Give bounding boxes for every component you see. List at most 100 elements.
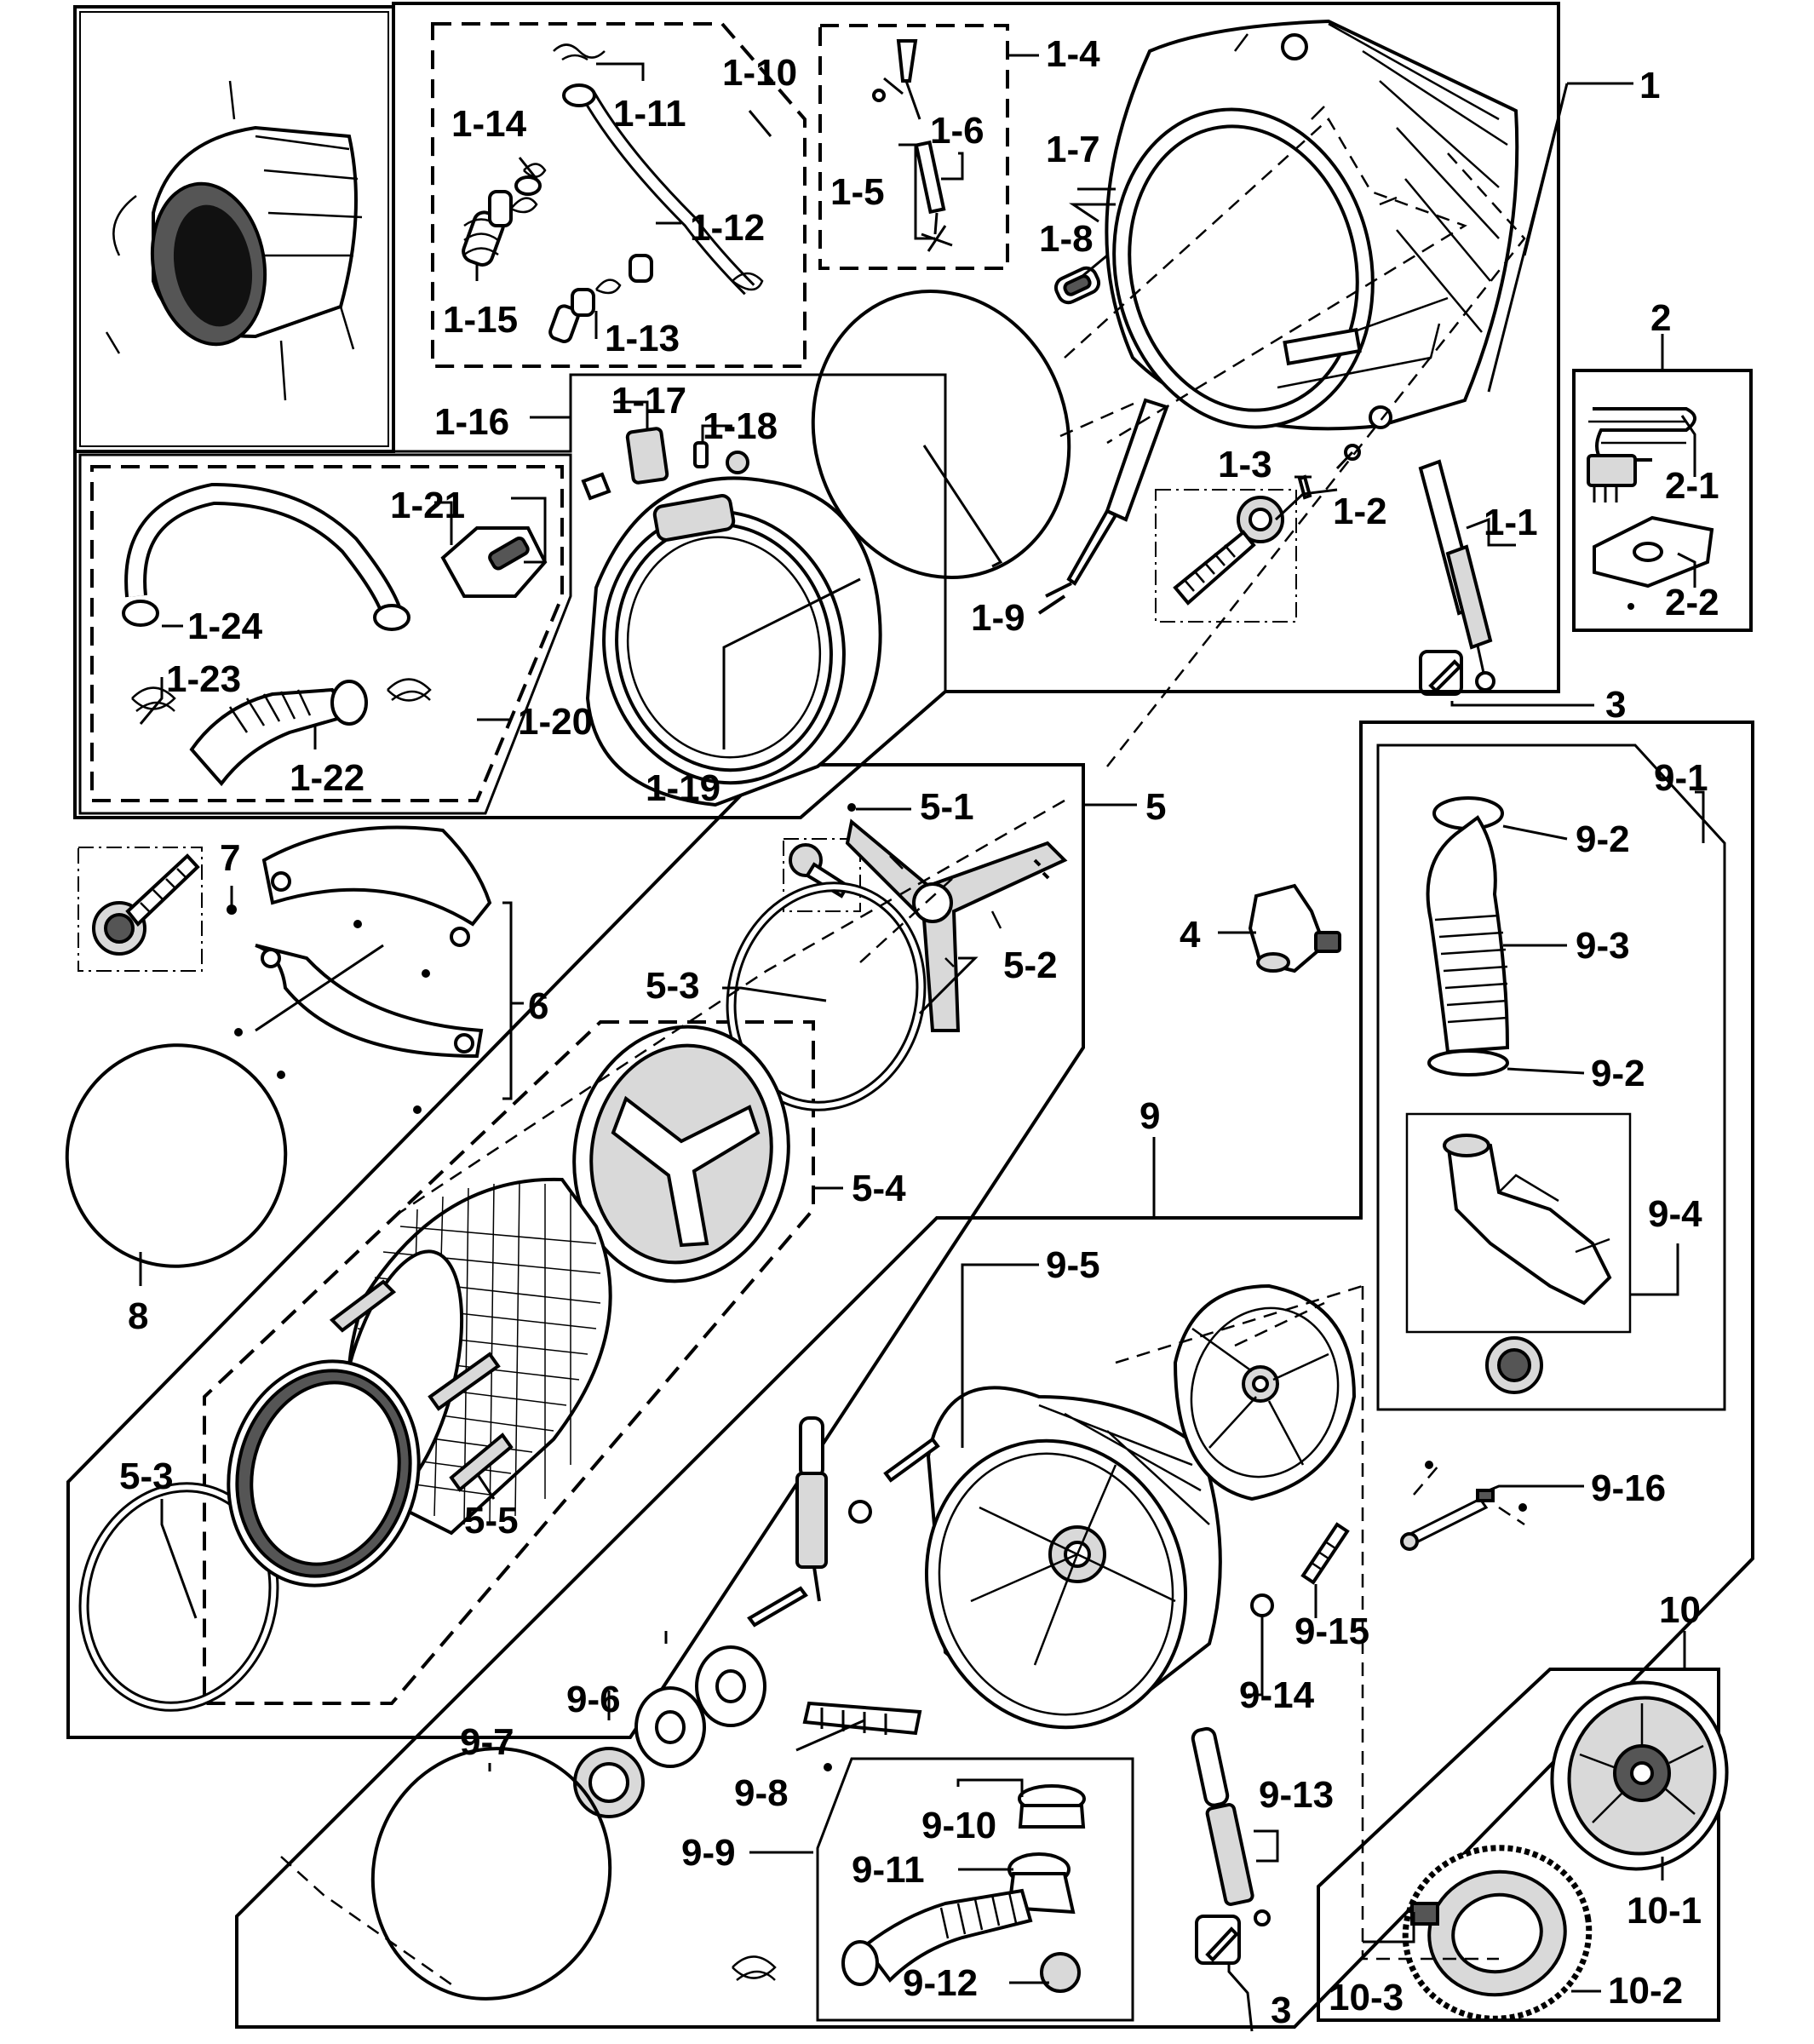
part-3-bolt-bottom <box>1195 1915 1241 1965</box>
group-5-outline <box>66 763 1085 1739</box>
part-9-15-bolt <box>1250 1522 1350 1617</box>
box-5-4 <box>203 1020 815 1705</box>
part-3-bolt-top <box>1419 650 1463 696</box>
part-9-13-damper <box>1191 1726 1271 1926</box>
part-9-4-pump <box>1443 1134 1612 1394</box>
part-1-9-gasket <box>811 289 1169 615</box>
label-1-16: 1-16 <box>434 401 509 443</box>
part-1-20-hoses <box>122 482 548 787</box>
label-1-15: 1-15 <box>443 299 518 341</box>
label-10-2: 10-2 <box>1608 1970 1683 2012</box>
label-1-5: 1-5 <box>830 171 885 213</box>
label-1-3: 1-3 <box>1218 444 1272 485</box>
label-9-9: 9-9 <box>681 1832 736 1874</box>
label-1-24: 1-24 <box>187 606 263 647</box>
label-9: 9 <box>1139 1095 1160 1137</box>
label-1-13: 1-13 <box>605 318 680 359</box>
label-1-4: 1-4 <box>1046 33 1100 75</box>
label-1-9: 1-9 <box>971 597 1025 639</box>
part-5-3-ring-bottom <box>78 1482 279 1712</box>
part-9-3-hose <box>1426 796 1510 1077</box>
label-1-7: 1-7 <box>1046 129 1100 170</box>
label-9-11: 9-11 <box>852 1849 925 1891</box>
label-6: 6 <box>528 985 548 1027</box>
label-1-22: 1-22 <box>290 757 365 799</box>
label-4: 4 <box>1180 914 1201 956</box>
label-9-3: 9-3 <box>1576 925 1630 967</box>
label-1-23: 1-23 <box>166 658 241 700</box>
box-10 <box>1317 1668 1720 2022</box>
inset-assembled-tub <box>105 80 363 401</box>
part-drawings <box>65 19 1729 2022</box>
label-3-top: 3 <box>1605 684 1626 726</box>
label-5-1: 5-1 <box>920 786 974 828</box>
label-9-8: 9-8 <box>734 1772 789 1814</box>
box-1-16 <box>73 373 947 819</box>
part-1-2-bolt-assembly <box>1173 444 1361 606</box>
label-1-6: 1-6 <box>930 110 984 152</box>
label-10-1: 10-1 <box>1627 1890 1702 1932</box>
part-10-1-rotor <box>1550 1680 1729 1871</box>
label-1-1: 1-1 <box>1484 502 1538 543</box>
part-damper-left <box>747 1416 940 1628</box>
label-2-2: 2-2 <box>1665 582 1719 623</box>
label-9-12: 9-12 <box>903 1962 978 2004</box>
label-1-11: 1-11 <box>613 93 686 135</box>
part-5-4-drum <box>227 1025 790 1588</box>
box-1-20-outer <box>78 453 572 815</box>
part-7-bolt <box>92 853 237 956</box>
part-1-1-damper <box>1418 459 1495 692</box>
label-9-4: 9-4 <box>1648 1193 1702 1235</box>
box-9-1 <box>1376 744 1726 1411</box>
label-9-13: 9-13 <box>1259 1774 1334 1816</box>
label-1-19: 1-19 <box>646 767 720 809</box>
part-4-sensor <box>1248 883 1341 973</box>
label-1-14: 1-14 <box>451 103 527 145</box>
label-3-bottom: 3 <box>1271 1989 1291 2031</box>
label-9-10: 9-10 <box>921 1805 996 1846</box>
label-9-7: 9-7 <box>460 1721 514 1763</box>
part-9-16-harness <box>1400 1461 1527 1551</box>
box-5-1-bolt <box>783 838 861 912</box>
box-1-2-bolt <box>1155 489 1297 623</box>
label-2: 2 <box>1650 297 1671 339</box>
part-9-9-hose <box>732 1784 1086 1993</box>
label-10-3: 10-3 <box>1329 1977 1404 2018</box>
label-5: 5 <box>1145 786 1166 828</box>
label-9-16: 9-16 <box>1591 1467 1666 1509</box>
group-9-outline <box>235 721 1754 2029</box>
label-9-1: 9-1 <box>1654 757 1708 799</box>
label-1-18: 1-18 <box>703 405 778 447</box>
part-rear-cover <box>1173 1283 1357 1501</box>
part-9-7-gasket <box>370 1747 612 2001</box>
part-1-17-connector <box>581 427 749 501</box>
part-1-10-hose <box>462 43 764 343</box>
label-9-14: 9-14 <box>1239 1674 1315 1716</box>
part-9-8-bracket <box>802 1701 922 1771</box>
label-5-5: 5-5 <box>464 1500 519 1542</box>
label-1-12: 1-12 <box>690 207 765 249</box>
label-9-2-top: 9-2 <box>1576 818 1630 860</box>
label-1-20: 1-20 <box>518 701 593 743</box>
part-9-6-bearing <box>573 1645 766 1818</box>
label-5-3-bottom: 5-3 <box>119 1455 174 1497</box>
label-1-17: 1-17 <box>611 380 686 422</box>
part-9-5-rear-tub <box>924 1386 1222 1730</box>
part-5-2-flange <box>845 803 1068 1032</box>
label-9-6: 9-6 <box>566 1679 621 1720</box>
box-1-20-inner <box>90 465 564 802</box>
label-5-2: 5-2 <box>1003 944 1058 986</box>
box-1-10 <box>431 22 807 368</box>
box-9-9 <box>816 1757 1134 2022</box>
label-7: 7 <box>220 837 240 879</box>
label-10: 10 <box>1659 1589 1701 1631</box>
label-9-15: 9-15 <box>1294 1611 1369 1652</box>
label-9-5: 9-5 <box>1046 1244 1100 1286</box>
group-outlines <box>66 2 1754 2029</box>
box-7-bolt <box>77 847 203 972</box>
label-8: 8 <box>128 1295 148 1337</box>
label-5-4: 5-4 <box>852 1168 906 1209</box>
label-5-3-top: 5-3 <box>646 965 700 1007</box>
part-5-3-ring-top <box>726 881 927 1111</box>
